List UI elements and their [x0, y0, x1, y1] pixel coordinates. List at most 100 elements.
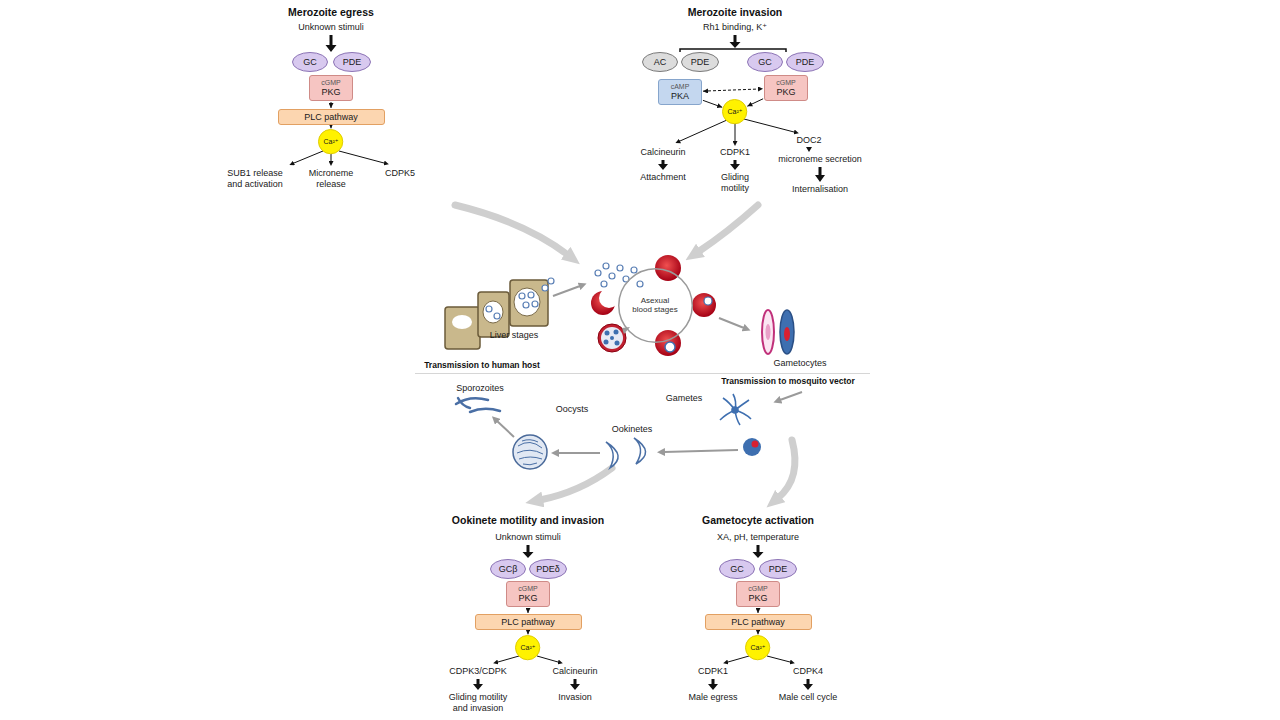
cyclase-ellipse: GC — [719, 559, 755, 579]
pathway-box: PLC pathway — [705, 614, 812, 630]
signal-connector — [330, 126, 331, 128]
node-text: cAMP — [671, 83, 690, 91]
node-text: Asexual blood stages — [630, 296, 680, 314]
panel-heading: Merozoite egress — [288, 6, 374, 19]
divider-line — [415, 373, 870, 374]
cycle-arrow — [780, 392, 802, 400]
signal-connector — [747, 99, 763, 106]
signal-connector — [703, 100, 722, 107]
female-gamete — [743, 438, 761, 456]
sporozoites — [456, 398, 500, 412]
text-label: Gametocytes — [773, 358, 826, 369]
stimulus-arrow — [326, 35, 337, 52]
cyclase-ellipse: GC — [292, 52, 328, 72]
signal-connector — [528, 608, 529, 613]
signal-connector — [703, 89, 763, 91]
node-text: Ca²⁺ — [324, 138, 339, 146]
cyclase-ellipse: GCβ — [490, 559, 526, 579]
text-label: Internalisation — [792, 184, 848, 195]
panel-heading: Ookinete motility and invasion — [452, 514, 604, 527]
node-text: PLC pathway — [731, 617, 785, 627]
node-text: PKG — [776, 87, 795, 97]
calcium-circle: Ca²⁺ — [745, 635, 770, 660]
text-label: Oocysts — [556, 404, 589, 415]
male-gamete — [720, 394, 751, 425]
panel-link-arrows — [455, 205, 795, 500]
liver-cells — [445, 280, 548, 349]
text-label: Male egress — [688, 692, 737, 703]
text-label: Gliding motility and invasion — [442, 692, 514, 714]
cyclase-ellipse: AC — [642, 52, 678, 72]
node-text: GCβ — [499, 564, 518, 574]
text-label: Attachment — [640, 172, 686, 183]
text-label: Calcineurin — [640, 147, 685, 158]
kinase-box: cGMPPKG — [764, 75, 808, 101]
cyclase-ellipse: PDE — [786, 52, 824, 72]
calcium-output-arrows — [294, 119, 794, 662]
signal-connector — [758, 608, 759, 613]
stimulus-arrow — [730, 35, 741, 48]
calcium-circle: Ca²⁺ — [515, 635, 540, 660]
oocyst — [513, 435, 547, 469]
ookinetes — [606, 438, 646, 468]
text-label: Male cell cycle — [779, 692, 838, 703]
text-label: Rh1 binding, K⁺ — [703, 22, 767, 33]
stimulus-arrow — [753, 545, 764, 558]
cyclase-ellipse: PDE — [333, 52, 371, 72]
text-label: Invasion — [558, 692, 592, 703]
cyclase-ellipse: PDEδ — [529, 559, 567, 579]
cyclase-ellipse: PDE — [681, 52, 719, 72]
text-label: Gametes — [666, 393, 703, 404]
node-text: PDEδ — [536, 564, 560, 574]
pathway-box: PLC pathway — [475, 614, 582, 630]
signal-connector — [757, 631, 758, 634]
section-label: Transmission to human host — [424, 360, 540, 370]
panel-heading: Gametocyte activation — [702, 514, 814, 527]
text-label: Unknown stimuli — [298, 22, 364, 33]
signal-connector — [331, 102, 332, 108]
node-text: Ca²⁺ — [521, 644, 536, 652]
text-label: CDPK3/CDPK — [449, 666, 507, 677]
panel-heading: Merozoite invasion — [688, 6, 783, 19]
node-text: PKA — [671, 91, 689, 101]
text-label: CDPK4 — [793, 666, 823, 677]
text-label: Ookinetes — [612, 424, 653, 435]
gametocytes — [762, 310, 794, 354]
node-text: cGMP — [748, 585, 767, 593]
cycle-arrow — [719, 318, 744, 328]
kinase-box: cGMPPKG — [736, 581, 780, 607]
text-label: Sporozoites — [456, 383, 504, 394]
text-label: Microneme release — [305, 168, 357, 190]
node-text: cGMP — [321, 79, 340, 87]
section-label: Transmission to mosquito vector — [721, 376, 855, 386]
cycle-arrow — [553, 286, 580, 296]
text-label: CDPK1 — [698, 666, 728, 677]
stimulus-arrow — [523, 545, 534, 558]
kinase-box: cGMPPKG — [506, 581, 550, 607]
merozoites — [486, 263, 643, 319]
node-text: PLC pathway — [304, 112, 358, 122]
cyclase-ellipse: PDE — [759, 559, 797, 579]
pathway-box: PLC pathway — [278, 109, 385, 125]
cyclase-ellipse: GC — [747, 52, 783, 72]
kinase-box: cGMPPKG — [309, 75, 353, 101]
node-text: Ca²⁺ — [728, 108, 743, 116]
cycle-arrow — [497, 421, 514, 437]
node-text: Ca²⁺ — [751, 644, 766, 652]
cycle-arrow — [558, 452, 600, 454]
text-label: Calcineurin — [552, 666, 597, 677]
text-label: CDPK1 — [720, 147, 750, 158]
text-label: CDPK5 — [385, 168, 415, 179]
small-arrow — [806, 147, 812, 152]
node-text: PKG — [748, 593, 767, 603]
node-text: cGMP — [518, 585, 537, 593]
node-text: PKG — [518, 593, 537, 603]
text-label: microneme secretion — [778, 154, 862, 165]
text-label: Gliding motility — [713, 172, 758, 194]
node-text: cGMP — [776, 79, 795, 87]
red-blood-cells — [591, 255, 716, 356]
calcium-circle: Ca²⁺ — [318, 129, 343, 154]
